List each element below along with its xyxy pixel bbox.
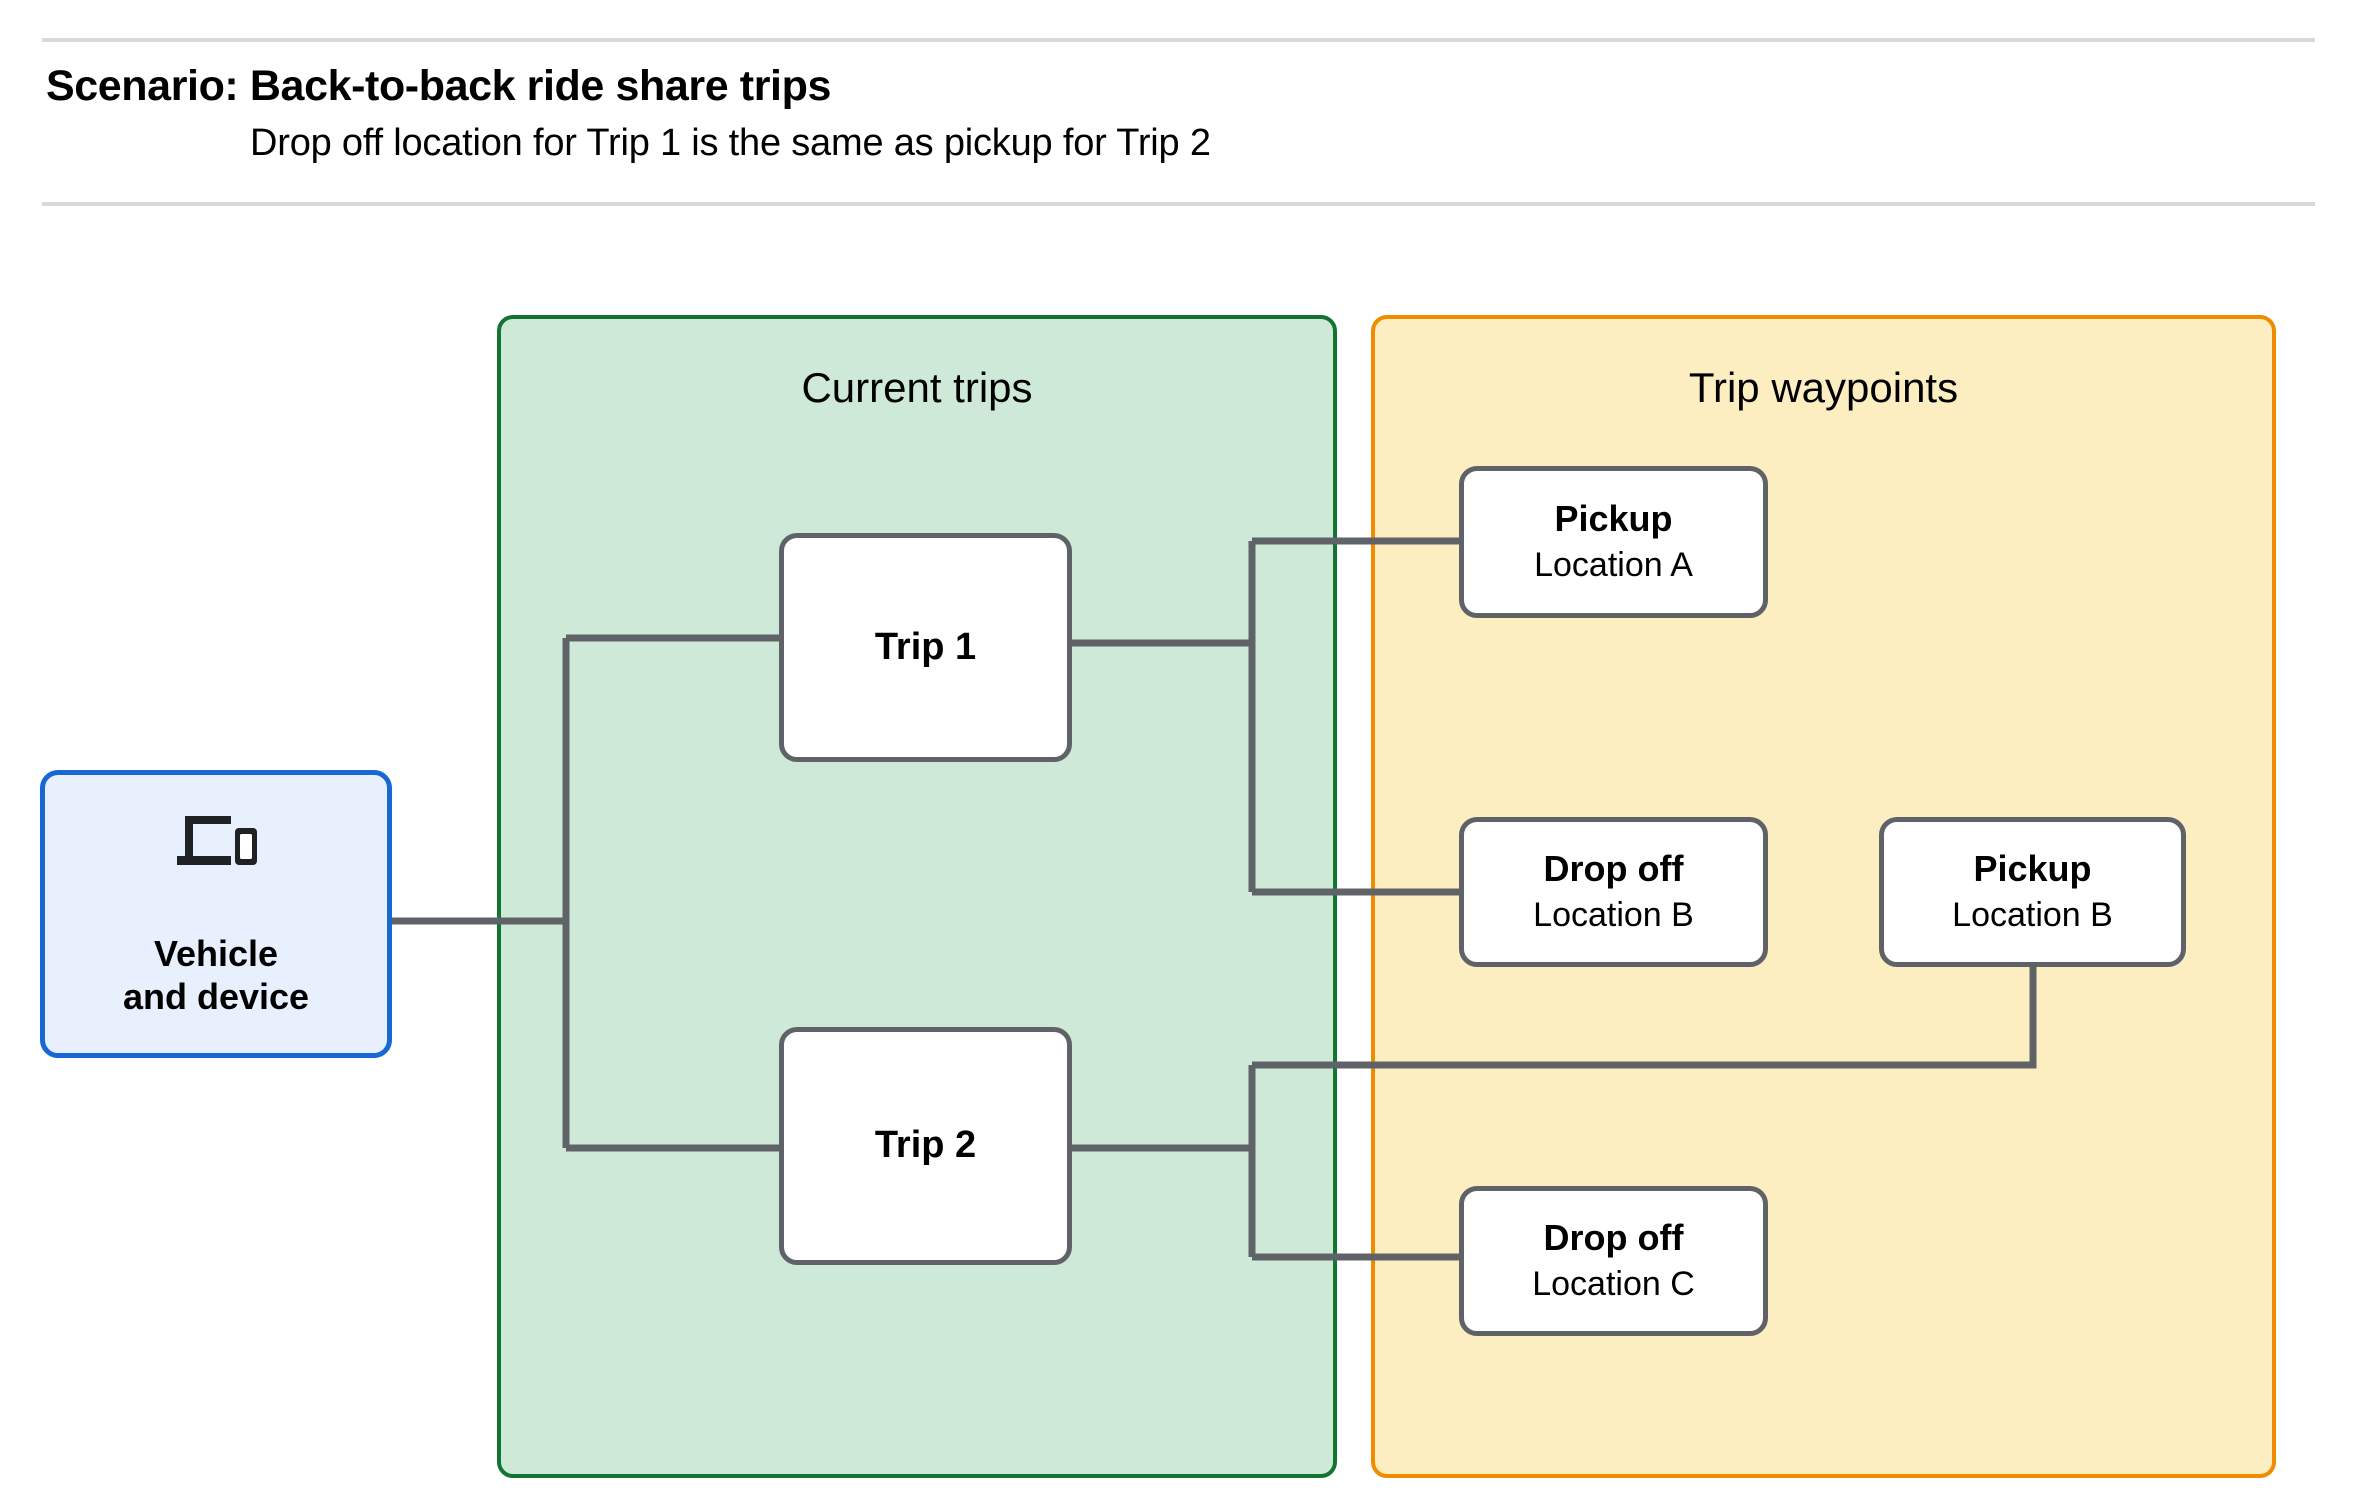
waypoint-type-pickup-a: Pickup — [1554, 497, 1673, 539]
page-subtitle: Drop off location for Trip 1 is the same… — [250, 122, 1211, 164]
node-waypoint-dropoff-c[interactable]: Drop off Location C — [1459, 1186, 1768, 1336]
group-panel-current-trips: Current trips — [497, 315, 1337, 1478]
waypoint-type-pickup-b: Pickup — [1973, 847, 2092, 889]
node-waypoint-pickup-b[interactable]: Pickup Location B — [1879, 817, 2186, 967]
node-vehicle-and-device[interactable]: Vehicle and device — [40, 770, 392, 1058]
node-trip-2-label: Trip 2 — [874, 1124, 977, 1167]
node-trip-1[interactable]: Trip 1 — [779, 533, 1072, 762]
node-vehicle-label: Vehicle and device — [122, 932, 310, 1017]
waypoint-location-pickup-b: Location B — [1952, 896, 2113, 935]
node-waypoint-pickup-a[interactable]: Pickup Location A — [1459, 466, 1768, 618]
header-divider-bottom — [42, 202, 2315, 206]
node-trip-1-label: Trip 1 — [874, 625, 977, 668]
waypoint-location-pickup-a: Location A — [1534, 546, 1693, 585]
group-title-current-trips: Current trips — [801, 364, 1033, 411]
group-title-trip-waypoints: Trip waypoints — [1688, 364, 1959, 411]
waypoint-location-dropoff-c: Location C — [1532, 1265, 1695, 1304]
header-divider-top — [42, 38, 2315, 42]
devices-icon — [177, 815, 257, 865]
node-waypoint-dropoff-b[interactable]: Drop off Location B — [1459, 817, 1768, 967]
waypoint-location-dropoff-b: Location B — [1533, 896, 1694, 935]
waypoint-type-dropoff-b: Drop off — [1543, 847, 1684, 889]
node-trip-2[interactable]: Trip 2 — [779, 1027, 1072, 1265]
waypoint-type-dropoff-c: Drop off — [1543, 1216, 1684, 1258]
page-title: Scenario: Back-to-back ride share trips — [46, 62, 831, 110]
header: Scenario: Back-to-back ride share trips … — [0, 0, 2357, 208]
